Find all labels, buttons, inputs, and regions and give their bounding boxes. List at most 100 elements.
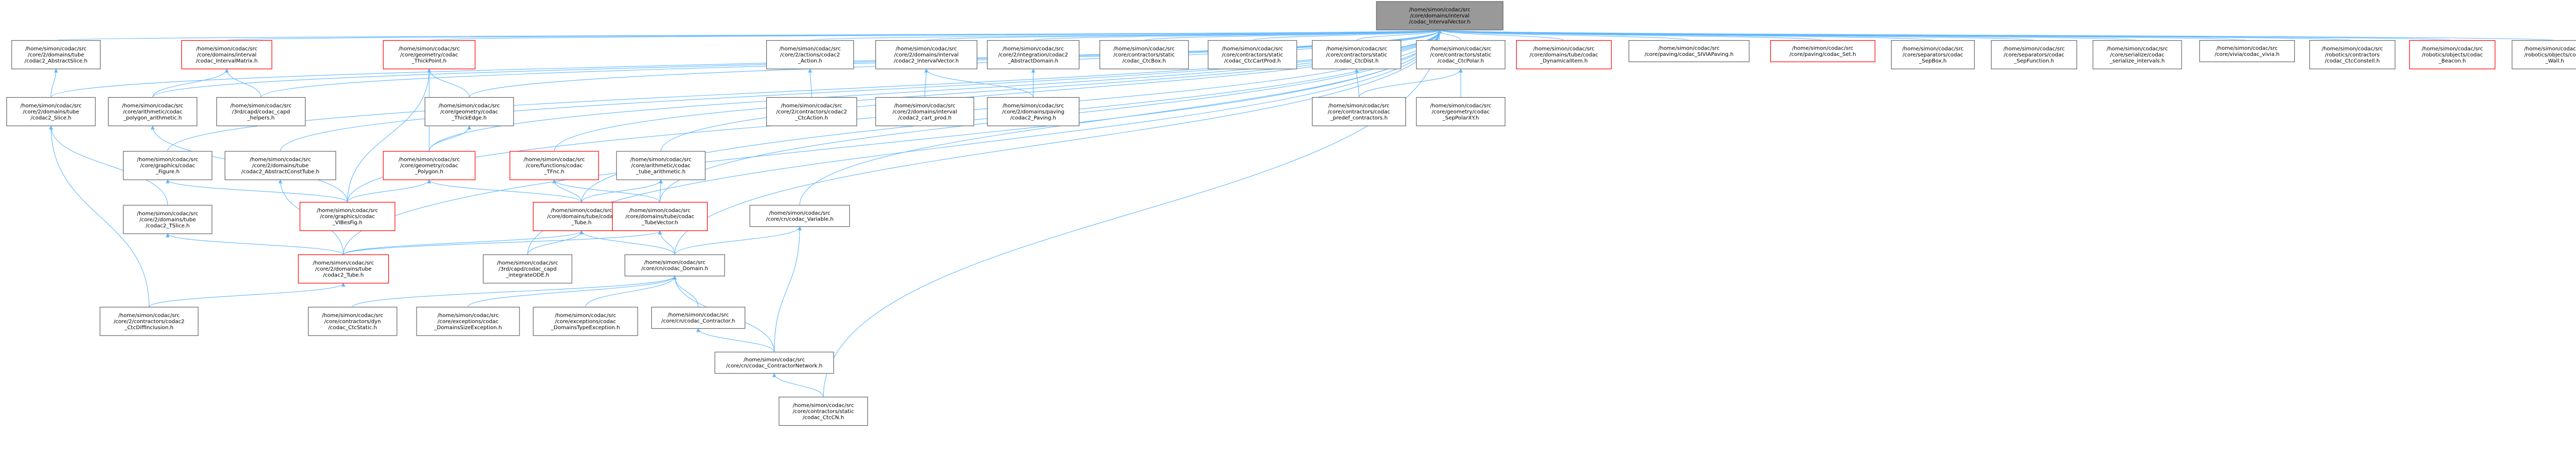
graph-node[interactable]: /home/simon/codac/src/core/2/domains/tub… — [123, 205, 213, 234]
graph-node[interactable]: /home/simon/codac/src/core/domains/inter… — [1376, 1, 1503, 31]
graph-node[interactable]: /home/simon/codac/src/core/geometry/coda… — [383, 151, 476, 180]
node-box[interactable] — [298, 254, 389, 284]
graph-node[interactable]: /home/simon/codac/src/core/2/domains/pav… — [987, 97, 1080, 127]
graph-node[interactable]: /home/simon/codac/src/robotics/contracto… — [2309, 40, 2396, 70]
graph-node[interactable]: /home/simon/codac/src/core/domains/tube/… — [612, 202, 708, 231]
node-box[interactable] — [1311, 97, 1406, 127]
graph-node[interactable]: /home/simon/codac/src/core/arithmetic/co… — [616, 151, 706, 180]
node-box[interactable] — [2512, 40, 2576, 70]
graph-node[interactable]: /home/simon/codac/src/core/cn/codac_Doma… — [624, 254, 725, 276]
node-box[interactable] — [1376, 1, 1503, 31]
node-box[interactable] — [2409, 40, 2496, 70]
graph-node[interactable]: /home/simon/codac/src/core/2/domains/int… — [875, 97, 975, 127]
node-box[interactable] — [612, 202, 708, 231]
node-box[interactable] — [987, 97, 1080, 127]
node-box[interactable] — [1628, 40, 1750, 62]
node-box[interactable] — [383, 40, 476, 70]
node-box[interactable] — [778, 396, 869, 426]
node-box[interactable] — [123, 205, 213, 234]
node-box[interactable] — [383, 151, 476, 180]
graph-node[interactable]: /home/simon/codac/src/core/2/domains/tub… — [6, 97, 96, 127]
node-box[interactable] — [1991, 40, 2077, 70]
graph-node[interactable]: /home/simon/codac/src/core/2/domains/tub… — [11, 40, 101, 70]
node-box[interactable] — [616, 151, 706, 180]
node-box[interactable] — [2092, 40, 2182, 70]
graph-node[interactable]: /home/simon/codac/src/core/paving/codac_… — [1770, 40, 1876, 62]
graph-node[interactable]: /home/simon/codac/src/core/vivia/codac_v… — [2199, 40, 2295, 62]
node-box[interactable] — [749, 205, 850, 227]
node-box[interactable] — [6, 97, 96, 127]
graph-node[interactable]: /home/simon/codac/src/core/domains/tube/… — [1516, 40, 1612, 70]
graph-node[interactable]: /home/simon/codac/src/core/separators/co… — [1891, 40, 1975, 70]
node-box[interactable] — [766, 40, 854, 70]
graph-node[interactable]: /home/simon/codac/src/core/graphics/coda… — [300, 202, 395, 231]
graph-node[interactable]: /home/simon/codac/src/core/cn/codac_Cont… — [715, 351, 834, 374]
graph-node[interactable]: /home/simon/codac/src/core/contractors/d… — [307, 306, 398, 336]
graph-node[interactable]: /home/simon/codac/src/core/geometry/coda… — [383, 40, 476, 70]
node-box[interactable] — [225, 151, 336, 180]
graph-node[interactable]: /home/simon/codac/src/core/2/contractors… — [100, 306, 199, 336]
node-box[interactable] — [300, 202, 395, 231]
graph-node[interactable]: /home/simon/codac/src/core/2/actions/cod… — [766, 40, 854, 70]
dependency-edge — [585, 275, 677, 308]
node-box[interactable] — [1311, 40, 1402, 70]
node-box[interactable] — [875, 97, 975, 127]
graph-node[interactable]: /home/simon/codac/src/core/2/integration… — [987, 40, 1080, 70]
graph-node[interactable]: /home/simon/codac/src/core/2/domains/tub… — [225, 151, 336, 180]
node-box[interactable] — [1516, 40, 1612, 70]
node-box[interactable] — [1099, 40, 1189, 70]
node-label-line: /home/simon/codac/src — [313, 261, 374, 266]
node-box[interactable] — [2309, 40, 2396, 70]
graph-node[interactable]: /home/simon/codac/src/core/separators/co… — [1991, 40, 2077, 70]
graph-node[interactable]: /home/simon/codac/src/core/arithmetic/co… — [108, 97, 198, 127]
graph-node[interactable]: /home/simon/codac/src/3rd/capd/codac_cap… — [216, 97, 306, 127]
node-box[interactable] — [181, 40, 273, 70]
node-box[interactable] — [1416, 40, 1506, 70]
graph-node[interactable]: /home/simon/codac/src/core/2/domains/int… — [875, 40, 978, 70]
graph-node[interactable]: /home/simon/codac/src/core/2/contractors… — [766, 97, 857, 127]
node-box[interactable] — [509, 151, 599, 180]
node-box[interactable] — [533, 306, 638, 336]
node-box[interactable] — [123, 151, 213, 180]
node-box[interactable] — [424, 97, 514, 127]
node-box[interactable] — [1891, 40, 1975, 70]
node-box[interactable] — [1208, 40, 1297, 70]
graph-node[interactable]: /home/simon/codac/src/core/contractors/s… — [1208, 40, 1297, 70]
graph-node[interactable]: /home/simon/codac/src/core/domains/inter… — [181, 40, 273, 70]
graph-node[interactable]: /home/simon/codac/src/core/contractors/s… — [1099, 40, 1189, 70]
node-box[interactable] — [715, 351, 834, 374]
node-box[interactable] — [651, 306, 746, 329]
graph-node[interactable]: /home/simon/codac/src/core/exceptions/co… — [416, 306, 520, 336]
graph-node[interactable]: /home/simon/codac/src/core/paving/codac_… — [1628, 40, 1750, 62]
graph-node[interactable]: /home/simon/codac/src/core/contractors/c… — [1311, 97, 1406, 127]
graph-node[interactable]: /home/simon/codac/src/robotics/objects/c… — [2409, 40, 2496, 70]
graph-node[interactable]: /home/simon/codac/src/core/contractors/s… — [1416, 40, 1506, 70]
graph-node[interactable]: /home/simon/codac/src/core/contractors/s… — [778, 396, 869, 426]
node-box[interactable] — [307, 306, 398, 336]
node-box[interactable] — [108, 97, 198, 127]
node-box[interactable] — [875, 40, 978, 70]
graph-node[interactable]: /home/simon/codac/src/core/serialize/cod… — [2092, 40, 2182, 70]
node-box[interactable] — [483, 254, 573, 284]
node-box[interactable] — [216, 97, 306, 127]
graph-node[interactable]: /home/simon/codac/src/core/contractors/s… — [1311, 40, 1402, 70]
graph-node[interactable]: /home/simon/codac/src/core/geometry/coda… — [424, 97, 514, 127]
node-box[interactable] — [1416, 97, 1506, 127]
node-box[interactable] — [624, 254, 725, 276]
graph-node[interactable]: /home/simon/codac/src/core/geometry/coda… — [1416, 97, 1506, 127]
node-box[interactable] — [766, 97, 857, 127]
graph-node[interactable]: /home/simon/codac/src/core/exceptions/co… — [533, 306, 638, 336]
node-box[interactable] — [987, 40, 1080, 70]
node-box[interactable] — [100, 306, 199, 336]
graph-node[interactable]: /home/simon/codac/src/3rd/capd/codac_cap… — [483, 254, 573, 284]
graph-node[interactable]: /home/simon/codac/src/core/cn/codac_Vari… — [749, 205, 850, 227]
node-box[interactable] — [1770, 40, 1876, 62]
graph-node[interactable]: /home/simon/codac/src/robotics/objects/c… — [2512, 40, 2576, 70]
graph-node[interactable]: /home/simon/codac/src/core/cn/codac_Cont… — [651, 306, 746, 329]
graph-node[interactable]: /home/simon/codac/src/core/functions/cod… — [509, 151, 599, 180]
node-box[interactable] — [11, 40, 101, 70]
graph-node[interactable]: /home/simon/codac/src/core/graphics/coda… — [123, 151, 213, 180]
node-box[interactable] — [2199, 40, 2295, 62]
graph-node[interactable]: /home/simon/codac/src/core/2/domains/tub… — [298, 254, 389, 284]
node-box[interactable] — [416, 306, 520, 336]
